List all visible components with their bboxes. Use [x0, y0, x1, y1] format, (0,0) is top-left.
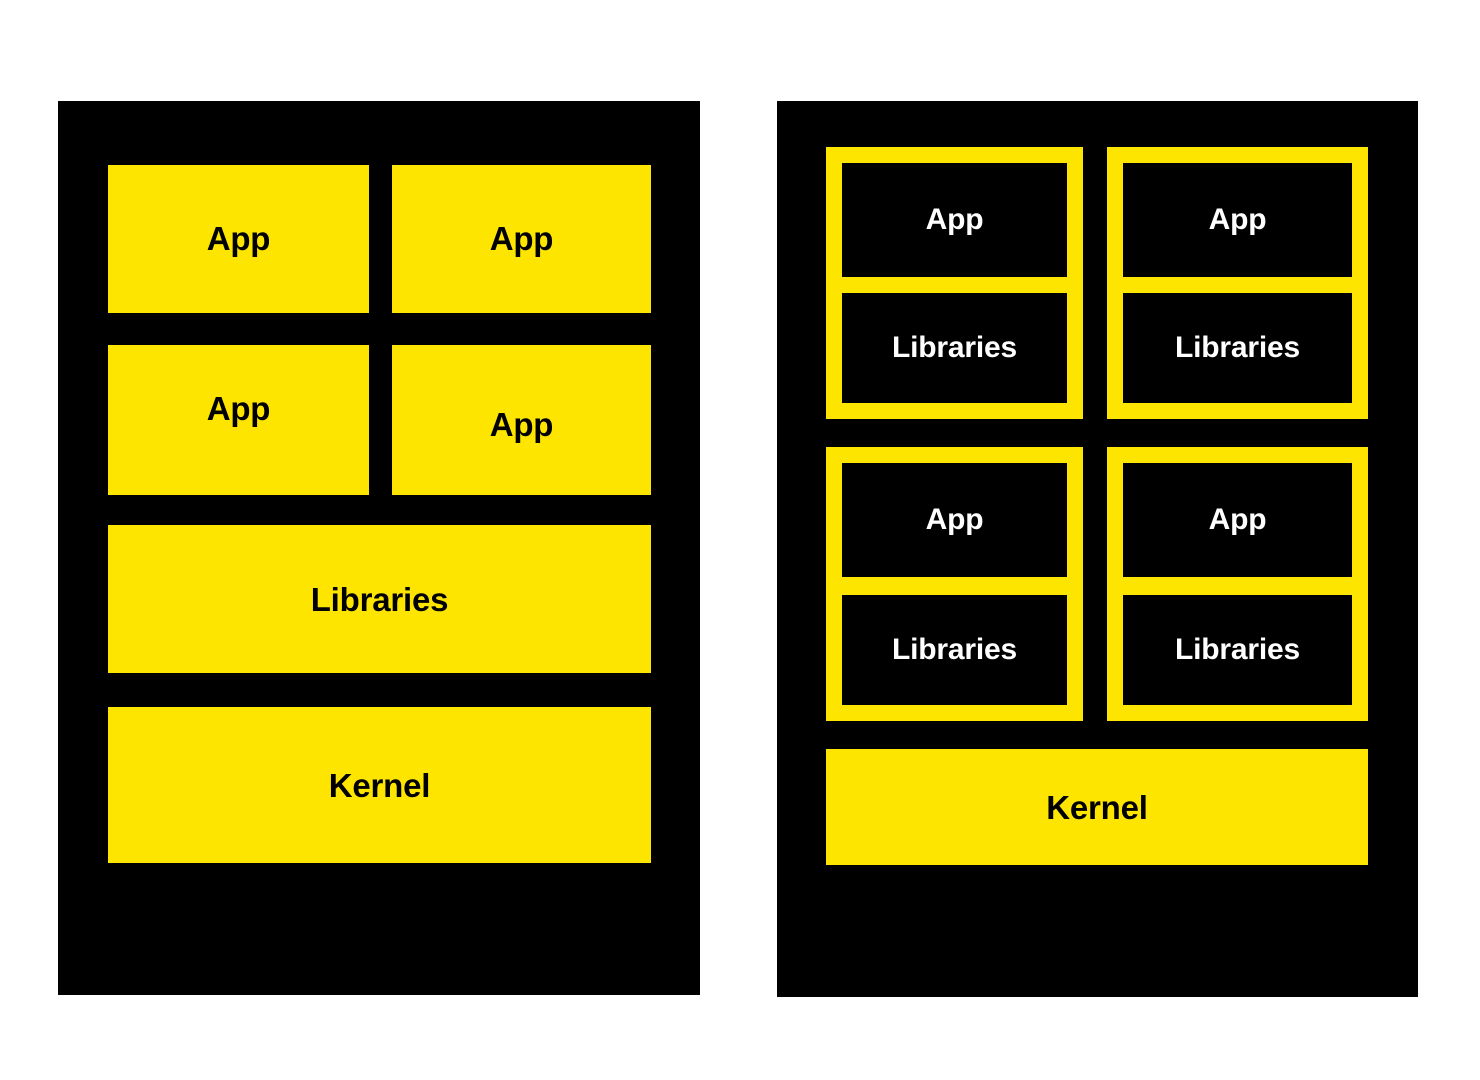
right-libraries-label-4: Libraries: [1175, 633, 1300, 666]
right-guest-container-4[interactable]: App Libraries: [1107, 447, 1368, 721]
right-app-label-1: App: [925, 203, 984, 236]
left-app-label-1: App: [206, 219, 271, 257]
right-guest-stack-1: App Libraries: [842, 163, 1067, 403]
right-app-box-4[interactable]: App: [1123, 463, 1352, 577]
right-libraries-box-1[interactable]: Libraries: [842, 293, 1067, 403]
right-libraries-box-3[interactable]: Libraries: [842, 595, 1067, 705]
right-guest-container-2[interactable]: App Libraries: [1107, 147, 1368, 419]
right-libraries-label-3: Libraries: [892, 633, 1017, 666]
right-app-label-2: App: [1208, 203, 1267, 236]
left-app-label-4: App: [489, 405, 554, 443]
left-app-box-2[interactable]: App: [392, 165, 651, 313]
right-libraries-box-4[interactable]: Libraries: [1123, 595, 1352, 705]
right-guest-stack-2: App Libraries: [1123, 163, 1352, 403]
right-guest-stack-3: App Libraries: [842, 463, 1067, 705]
right-libraries-label-2: Libraries: [1175, 331, 1300, 364]
left-app-label-2: App: [489, 219, 554, 257]
right-libraries-box-2[interactable]: Libraries: [1123, 293, 1352, 403]
right-app-label-4: App: [1208, 503, 1267, 536]
left-kernel-box[interactable]: Kernel: [108, 707, 651, 863]
right-guest-stack-4: App Libraries: [1123, 463, 1352, 705]
left-app-label-3: App: [206, 389, 271, 427]
left-libraries-label: Libraries: [310, 580, 449, 618]
right-app-box-1[interactable]: App: [842, 163, 1067, 277]
right-app-label-3: App: [925, 503, 984, 536]
right-guest-container-3[interactable]: App Libraries: [826, 447, 1083, 721]
left-panel: App App App App Libraries Kernel: [58, 101, 700, 995]
right-kernel-box[interactable]: Kernel: [826, 749, 1368, 865]
right-libraries-label-1: Libraries: [892, 331, 1017, 364]
left-app-box-1[interactable]: App: [108, 165, 369, 313]
right-panel: App Libraries App Libraries App: [777, 101, 1418, 997]
right-kernel-label: Kernel: [1046, 788, 1148, 826]
left-kernel-label: Kernel: [328, 766, 431, 804]
left-app-box-3[interactable]: App: [108, 345, 369, 495]
left-app-box-4[interactable]: App: [392, 345, 651, 495]
right-app-box-2[interactable]: App: [1123, 163, 1352, 277]
left-libraries-box[interactable]: Libraries: [108, 525, 651, 673]
right-guest-container-1[interactable]: App Libraries: [826, 147, 1083, 419]
right-app-box-3[interactable]: App: [842, 463, 1067, 577]
